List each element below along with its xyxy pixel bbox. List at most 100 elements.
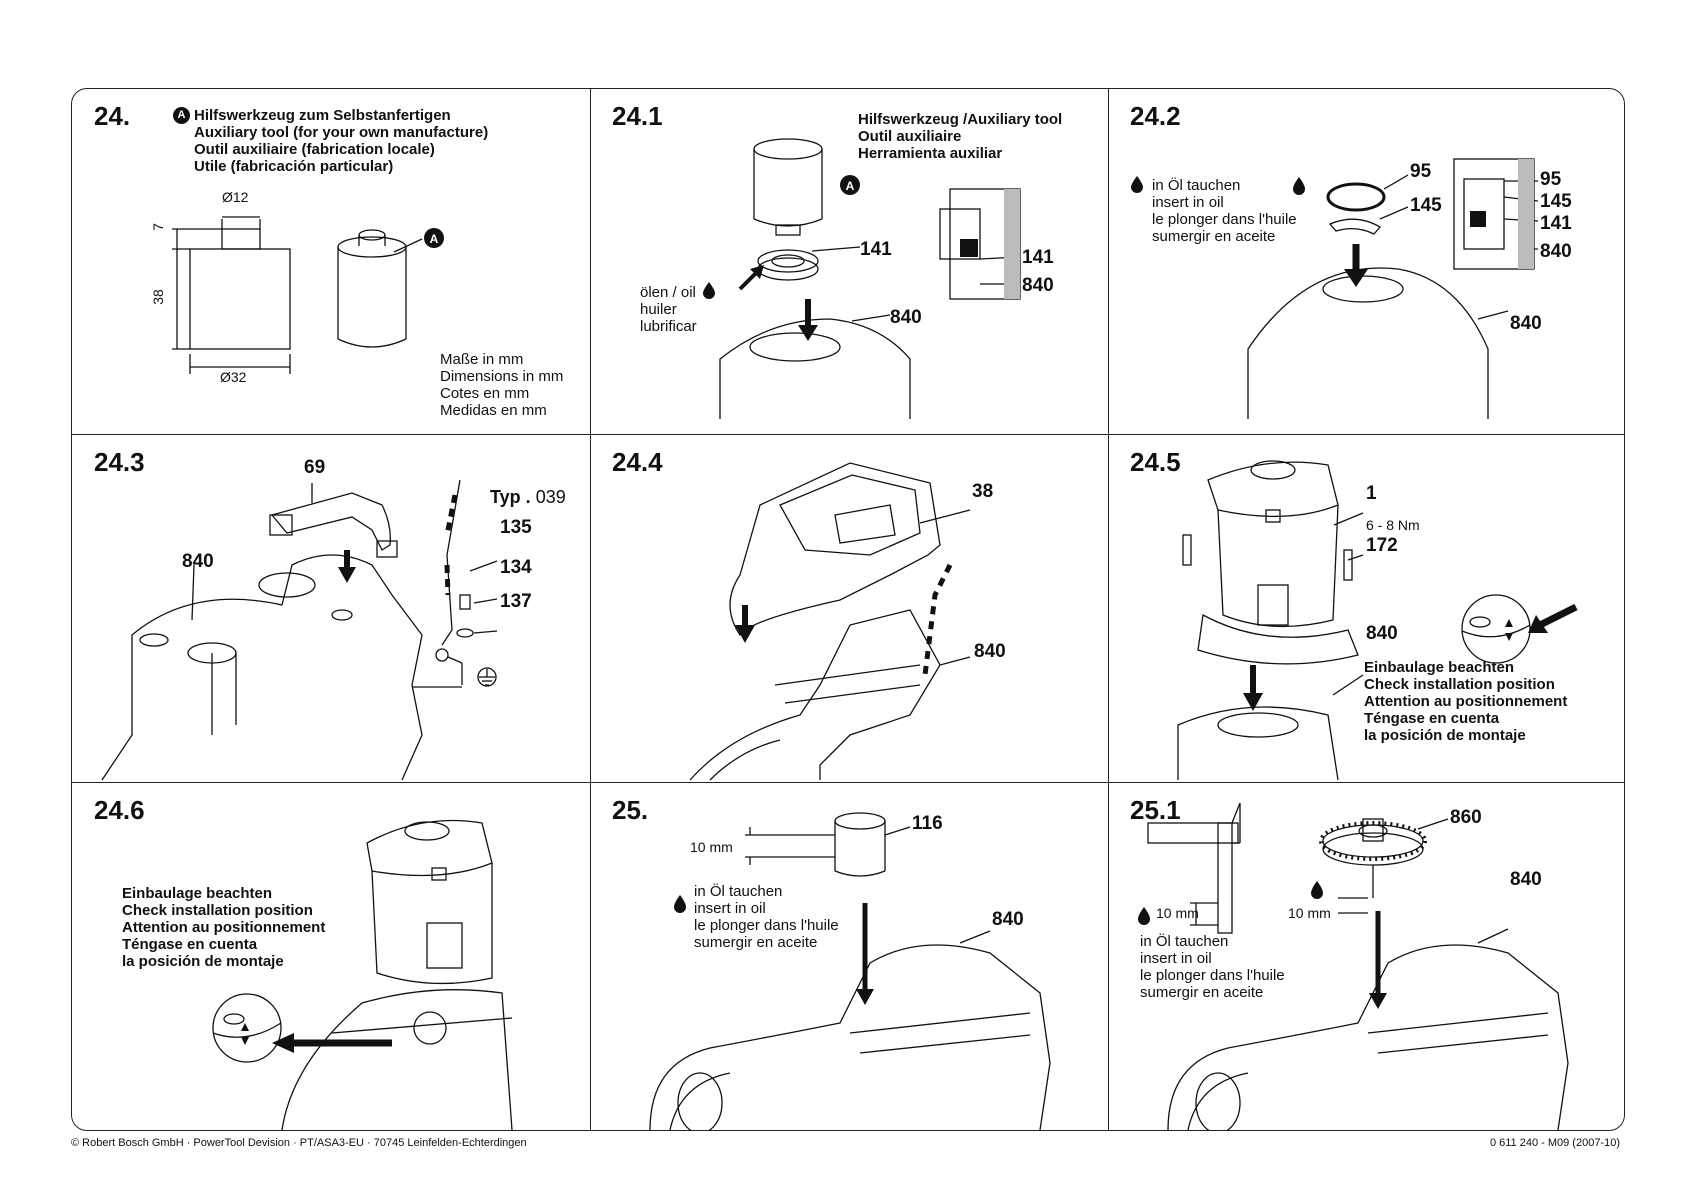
part-label-840: 840 [1366, 623, 1398, 644]
title-line: Utile (fabricación particular) [194, 158, 394, 175]
gear-install-drawing [1138, 802, 1569, 1130]
oil-line: lubrificar [640, 318, 697, 335]
units-line: Dimensions in mm [440, 368, 564, 385]
part-label-840: 840 [890, 307, 922, 328]
torque-spec: 6 - 8 Nm [1366, 517, 1420, 533]
oil-note: in Öl tauchen insert in oil le plonger d… [1152, 177, 1297, 245]
install-line: la posición de montaje [122, 953, 284, 970]
units-line: Maße in mm [440, 351, 524, 368]
oil-line: insert in oil [1152, 194, 1224, 211]
units-line: Cotes en mm [440, 385, 530, 402]
step-number: 24.4 [612, 447, 663, 477]
panel-24: 24. A Hilfswerkzeug zum Selbstanfertigen… [72, 89, 590, 434]
part-label-38: 38 [972, 481, 994, 502]
step-number: 24.5 [1130, 447, 1181, 477]
install-line: Einbaulage beachten [122, 885, 273, 902]
oil-line: le plonger dans l'huile [1152, 211, 1297, 228]
panel-25: 25. 10 mm in Öl tauchen insert in o [590, 783, 1108, 1130]
manual-page-frame: 24. A Hilfswerkzeug zum Selbstanfertigen… [71, 88, 1625, 1131]
oil-line: huiler [640, 301, 677, 318]
install-line: la posición de montaje [1364, 727, 1526, 744]
grid-divider [1108, 89, 1109, 1130]
part-label-1: 1 [1366, 483, 1377, 504]
oil-line: in Öl tauchen [694, 883, 783, 900]
part-label-840: 840 [1022, 275, 1054, 296]
step-number: 24.3 [94, 447, 145, 477]
oil-line: ölen / oil [640, 284, 696, 301]
panel-24-5: 24.5 [1108, 435, 1624, 782]
part-label-137: 137 [500, 591, 532, 612]
oil-line: le plonger dans l'huile [1140, 967, 1285, 984]
cover-install-drawing [689, 462, 971, 781]
part-label-69: 69 [304, 457, 326, 478]
dim-height-7: 7 [149, 223, 166, 231]
units-note: Maße in mm Dimensions in mm Cotes en mm … [440, 351, 563, 419]
part-label-141: 141 [1022, 247, 1054, 268]
grid-divider [590, 89, 591, 1130]
bushing-install-drawing [649, 812, 1051, 1130]
install-note: Einbaulage beachten Check installation p… [1364, 659, 1567, 744]
panel-24-3: 24.3 [72, 435, 590, 782]
install-note: Einbaulage beachten Check installation p… [122, 885, 325, 970]
type-value: 039 [535, 487, 566, 507]
oil-line: sumergir en aceite [1152, 228, 1276, 245]
part-label-840: 840 [992, 909, 1024, 930]
part-label-134: 134 [500, 557, 532, 578]
motor-install-drawing [1177, 460, 1578, 781]
svg-text:A: A [846, 179, 855, 193]
tool-title: A Hilfswerkzeug zum Selbstanfertigen Aux… [173, 107, 489, 175]
title-line: Outil auxiliaire [858, 128, 962, 145]
install-line: Einbaulage beachten [1364, 659, 1515, 676]
install-line: Attention au positionnement [122, 919, 326, 936]
grid-divider [72, 782, 1624, 783]
panel-24-2: 24.2 in Öl tauchen insert in oil le plon… [1108, 89, 1624, 434]
install-line: Téngase en cuenta [122, 936, 258, 953]
part-label-141: 141 [1540, 213, 1572, 234]
part-label-840: 840 [1510, 869, 1542, 890]
part-label-116: 116 [912, 813, 943, 834]
step-number: 24.2 [1130, 101, 1181, 131]
step-number: 24.6 [94, 795, 145, 825]
bracket-install-drawing [101, 479, 498, 781]
panel-24-1: 24.1 Hilfswerkzeug /Auxiliary tool Outil… [590, 89, 1108, 434]
oil-line: in Öl tauchen [1140, 933, 1229, 950]
tool-dimension-drawing: A [172, 216, 444, 374]
oil-note: ölen / oil huiler lubrificar [640, 284, 697, 335]
seal-install-drawing: A [719, 138, 1021, 419]
part-label-172: 172 [1366, 535, 1398, 556]
part-label-95: 95 [1540, 169, 1562, 190]
part-label-860: 860 [1450, 807, 1482, 828]
dim-height-38: 38 [149, 289, 166, 305]
oil-line: le plonger dans l'huile [694, 917, 839, 934]
dim-diameter-12: Ø12 [222, 189, 249, 205]
dim-10mm: 10 mm [690, 839, 733, 855]
step-number: 24.1 [612, 101, 663, 131]
svg-text:A: A [430, 232, 439, 246]
ring-install-drawing [1247, 158, 1539, 419]
install-line: Téngase en cuenta [1364, 710, 1500, 727]
units-line: Medidas en mm [440, 402, 547, 419]
title-line: Hilfswerkzeug /Auxiliary tool [858, 111, 1063, 128]
install-line: Attention au positionnement [1364, 693, 1568, 710]
title-line: Auxiliary tool (for your own manufacture… [194, 124, 489, 141]
tool-title: Hilfswerkzeug /Auxiliary tool Outil auxi… [858, 111, 1062, 162]
part-label-840: 840 [974, 641, 1006, 662]
dim-10mm: 10 mm [1288, 905, 1331, 921]
part-label-840: 840 [1510, 313, 1542, 334]
title-line: Herramienta auxiliar [858, 145, 1003, 162]
part-label-840: 840 [1540, 241, 1572, 262]
oil-line: sumergir en aceite [1140, 984, 1264, 1001]
oil-note: in Öl tauchen insert in oil le plonger d… [1140, 933, 1285, 1001]
dim-10mm: 10 mm [1156, 905, 1199, 921]
panel-25-1: 25.1 [1108, 783, 1624, 1130]
oil-line: insert in oil [694, 900, 766, 917]
part-label-145: 145 [1540, 191, 1572, 212]
motor-position-drawing [212, 819, 513, 1130]
step-number: 25. [612, 795, 649, 825]
part-label-840: 840 [182, 551, 214, 572]
part-label-141: 141 [860, 239, 892, 260]
part-label-135: 135 [500, 517, 532, 538]
panel-24-6: 24.6 Einbaulage beachten Check installat… [72, 783, 590, 1130]
title-line: Hilfswerkzeug zum Selbstanfertigen [194, 107, 451, 124]
title-line: Outil auxiliaire (fabrication locale) [194, 141, 435, 158]
